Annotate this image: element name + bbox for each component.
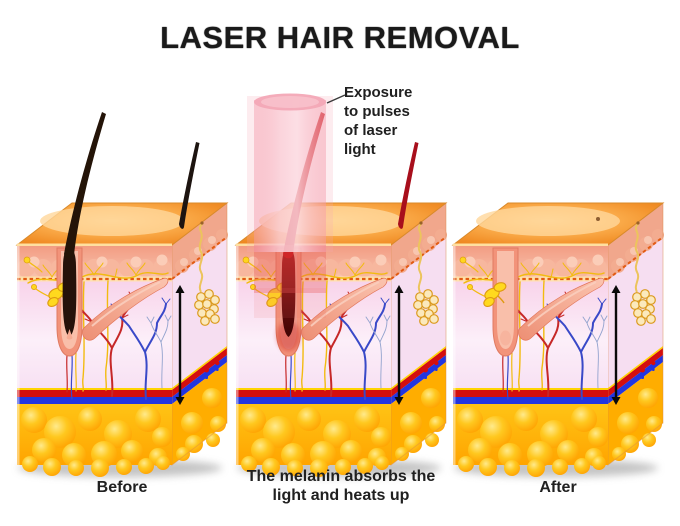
caption-before: Before xyxy=(96,479,148,496)
hair-root xyxy=(62,248,77,337)
empty-follicle-bulb xyxy=(500,330,511,346)
laser-beam xyxy=(247,93,346,318)
hair-root-heated xyxy=(281,248,296,337)
skin-cross-section-use xyxy=(453,203,664,477)
skin-panel-after xyxy=(448,88,668,480)
exposure-label: Exposure to pulses of laser light xyxy=(344,84,413,158)
follicle-after xyxy=(500,217,600,346)
hair-shaft-2 xyxy=(179,142,200,229)
hair-shaft-2-heated xyxy=(398,142,419,229)
hair-before xyxy=(62,112,200,340)
hair-shaft xyxy=(64,112,106,259)
caption-during: The melanin absorbs the light and heats … xyxy=(246,468,436,505)
pointer-line xyxy=(326,94,346,104)
caption-after: After xyxy=(539,479,577,496)
skin-pore-dot xyxy=(596,217,600,221)
skin-panel-during xyxy=(231,93,451,480)
skin-panel-before xyxy=(12,112,232,480)
skin-cross-section-use xyxy=(17,203,228,477)
dermal-papilla xyxy=(66,329,73,340)
page-title: LASER HAIR REMOVAL xyxy=(160,20,520,55)
